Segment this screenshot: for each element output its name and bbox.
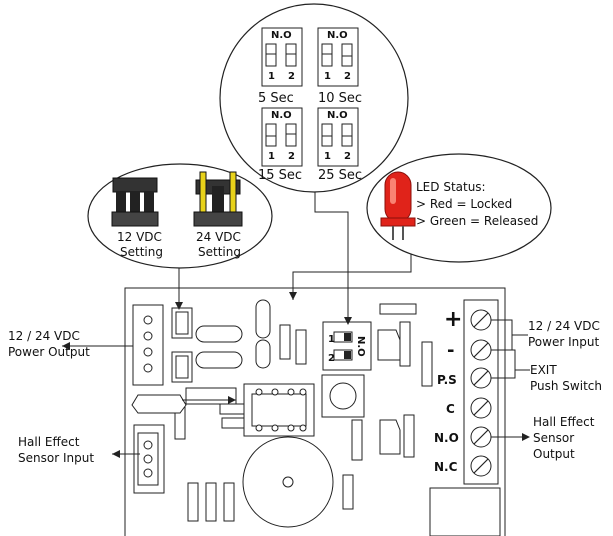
dip-25sec-label: 25 Sec	[318, 168, 362, 183]
dip-5sec-header: N.O	[271, 30, 292, 41]
jumper-12vdc-label: 12 VDC	[117, 230, 162, 244]
terminal-c: C	[446, 402, 455, 416]
dip-5sec-pin2: 2	[288, 71, 295, 82]
terminal-no: N.O	[434, 431, 459, 445]
dip-5sec-pin1: 1	[268, 71, 275, 82]
hall-output-label-2: Sensor	[533, 431, 574, 445]
jumper-24vdc	[193, 171, 243, 227]
terminal-minus: -	[447, 340, 454, 361]
dip-15sec-pin2: 2	[288, 151, 295, 162]
exit-label-1: EXIT	[530, 363, 557, 377]
board-switch-pin1: 1	[328, 334, 335, 345]
dip-5sec-label: 5 Sec	[258, 91, 294, 106]
board-switch-pin2: 2	[328, 353, 335, 364]
dip-setting-15sec: N.O 1 2 15 Sec	[258, 107, 303, 183]
exit-label-2: Push Switch	[530, 379, 602, 393]
led-status-red: > Red = Locked	[416, 197, 512, 211]
dip-10sec-header: N.O	[327, 30, 348, 41]
dip-15sec-label: 15 Sec	[258, 168, 302, 183]
jumper-12vdc	[111, 177, 159, 227]
jumper-bubble: 12 VDC Setting 24 VDC Setting	[87, 163, 273, 269]
hall-output-label-3: Output	[533, 447, 575, 461]
terminal-block: + - P.S C N.O N.C	[434, 299, 499, 485]
dip-setting-10sec: N.O 1 2 10 Sec	[317, 27, 362, 106]
terminal-nc: N.C	[434, 460, 458, 474]
dip-setting-25sec: N.O 1 2 25 Sec	[317, 107, 362, 183]
board-switch-header: N.O	[355, 336, 366, 357]
hall-input-label-2: Sensor Input	[18, 451, 94, 465]
arrows	[62, 292, 352, 458]
power-input-label-2: Power Input	[528, 335, 599, 349]
led-icon	[380, 171, 416, 240]
dip-25sec-pin1: 1	[324, 151, 331, 162]
dip-10sec-pin2: 2	[344, 71, 351, 82]
hall-input-label-1: Hall Effect	[18, 435, 80, 449]
jumper-24vdc-label: 24 VDC	[196, 230, 241, 244]
jumper-24vdc-setting: Setting	[198, 245, 241, 259]
right-callouts	[491, 319, 530, 441]
dip-25sec-header: N.O	[327, 110, 348, 121]
terminal-ps: P.S	[437, 373, 457, 387]
led-status-green: > Green = Released	[416, 214, 538, 228]
terminal-plus: +	[444, 307, 462, 332]
dip-25sec-pin2: 2	[344, 151, 351, 162]
dip-setting-5sec: N.O 1 2 5 Sec	[258, 27, 303, 106]
power-output-label-2: Power Output	[8, 345, 90, 359]
dip-15sec-header: N.O	[271, 110, 292, 121]
board-dip-switch: 1 2 N.O	[322, 321, 372, 371]
led-bubble: LED Status: > Red = Locked > Green = Rel…	[366, 153, 552, 263]
dip-10sec-label: 10 Sec	[318, 91, 362, 106]
dip-15sec-pin1: 1	[268, 151, 275, 162]
right-labels: 12 / 24 VDC Power Input EXIT Push Switch…	[528, 319, 602, 461]
dip-settings-bubble: N.O 1 2 5 Sec N.O 1 2 10 Sec N.O	[219, 3, 409, 193]
hall-output-label-1: Hall Effect	[533, 415, 595, 429]
left-labels: 12 / 24 VDC Power Output Hall Effect Sen…	[8, 329, 94, 465]
power-input-label-1: 12 / 24 VDC	[528, 319, 600, 333]
pcb-board: 1 2 N.O + - P.S C N.O N.C	[124, 287, 506, 536]
led-status-title: LED Status:	[416, 180, 486, 194]
jumper-12vdc-setting: Setting	[120, 245, 163, 259]
dip-10sec-pin1: 1	[324, 71, 331, 82]
power-output-label-1: 12 / 24 VDC	[8, 329, 80, 343]
callout-lines	[62, 185, 412, 455]
